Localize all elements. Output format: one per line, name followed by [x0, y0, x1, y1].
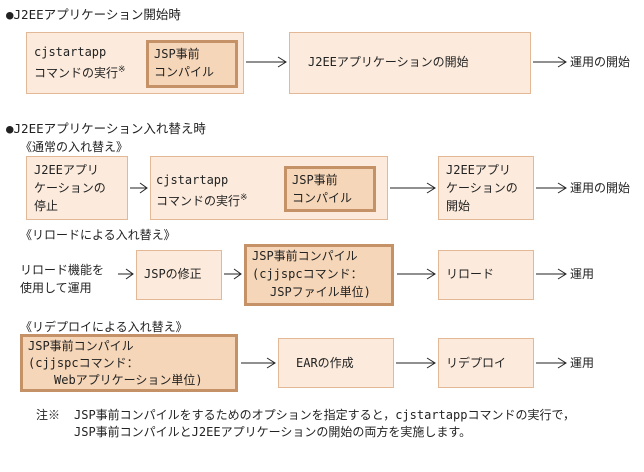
normal-jsp-compile-box [284, 166, 376, 212]
start-cmd-line2: コマンドの実行※ [34, 65, 126, 80]
reload-modify-label: JSPの修正 [144, 267, 202, 281]
redeploy-compile-line2: (cjjspcコマンド： [28, 356, 139, 370]
reload-compile-box [244, 244, 394, 306]
redeploy-ear-box [278, 338, 394, 388]
normal-result-label: 運用の開始 [570, 181, 631, 195]
redeploy-redeploy-label: リデプロイ [446, 356, 507, 370]
reload-compile-line1: JSP事前コンパイル [252, 249, 358, 263]
arrow-reload-3 [397, 268, 436, 280]
section-title-replace: ●J2EEアプリケーション入れ替え時 [6, 121, 206, 136]
redeploy-compile-line3: Webアプリケーション単位) [54, 373, 203, 387]
normal-cmd-line2: コマンドの実行※ [156, 193, 248, 208]
footnote-label: 注※ [36, 408, 61, 422]
normal-stop-box [26, 156, 128, 220]
start-cmd-line1: cjstartapp [34, 45, 107, 59]
arrow-reload-4 [536, 268, 567, 280]
start-result-label: 運用の開始 [570, 55, 631, 69]
redeploy-ear-label: EARの作成 [296, 356, 354, 370]
normal-stop-line2: ケーションの [34, 181, 106, 195]
arrow-normal-2 [390, 182, 436, 194]
normal-start-box [438, 156, 534, 220]
start-jsp-line1: JSP事前 [154, 47, 200, 61]
subsection-normal: 《通常の入れ替え》 [20, 140, 129, 154]
normal-start-line3: 開始 [446, 199, 471, 213]
arrow-normal-3 [536, 182, 567, 194]
section-title-start: ●J2EEアプリケーション開始時 [6, 7, 181, 22]
subsection-reload: 《リロードによる入れ替え》 [20, 228, 176, 242]
footnote-mark: ※ [118, 65, 126, 75]
redeploy-result-label: 運用 [570, 356, 595, 370]
redeploy-compile-box [20, 334, 238, 392]
normal-jsp-line2: コンパイル [292, 191, 353, 205]
footnote-mark: ※ [240, 193, 248, 203]
reload-result-label: 運用 [570, 267, 595, 281]
reload-reload-box [438, 250, 534, 300]
subsection-redeploy: 《リデプロイによる入れ替え》 [20, 320, 188, 334]
arrow-start-1 [246, 56, 287, 68]
reload-compile-line3: JSPファイル単位) [270, 285, 371, 299]
normal-start-line1: J2EEアプリ [446, 163, 511, 177]
arrow-start-2 [533, 56, 567, 68]
reload-modify-box [136, 250, 222, 300]
start-j2ee-box [289, 32, 531, 94]
normal-cmd-line1: cjstartapp [156, 173, 229, 187]
reload-use-line2: 使用して運用 [20, 281, 92, 295]
start-jsp-line2: コンパイル [154, 65, 215, 79]
redeploy-compile-line1: JSP事前コンパイル [28, 339, 134, 353]
footnote-text: JSP事前コンパイルをするためのオプションを指定すると，cjstartappコマ… [74, 408, 575, 439]
arrow-reload-2 [224, 268, 242, 280]
arrow-normal-1 [130, 182, 148, 194]
reload-reload-label: リロード [446, 267, 495, 281]
arrow-redeploy-2 [396, 357, 436, 369]
arrow-redeploy-3 [536, 357, 567, 369]
normal-stop-line3: 停止 [34, 199, 59, 213]
redeploy-redeploy-box [438, 338, 534, 388]
reload-compile-line2: (cjjspcコマンド： [252, 267, 363, 281]
arrow-reload-1 [118, 268, 134, 280]
normal-start-line2: ケーションの [446, 181, 518, 195]
start-jsp-compile-box [146, 40, 238, 88]
normal-stop-line1: J2EEアプリ [34, 163, 99, 177]
arrow-redeploy-1 [241, 357, 276, 369]
reload-use-line1: リロード機能を [20, 263, 105, 277]
start-j2ee-label: J2EEアプリケーションの開始 [308, 55, 469, 69]
normal-jsp-line1: JSP事前 [292, 173, 338, 187]
